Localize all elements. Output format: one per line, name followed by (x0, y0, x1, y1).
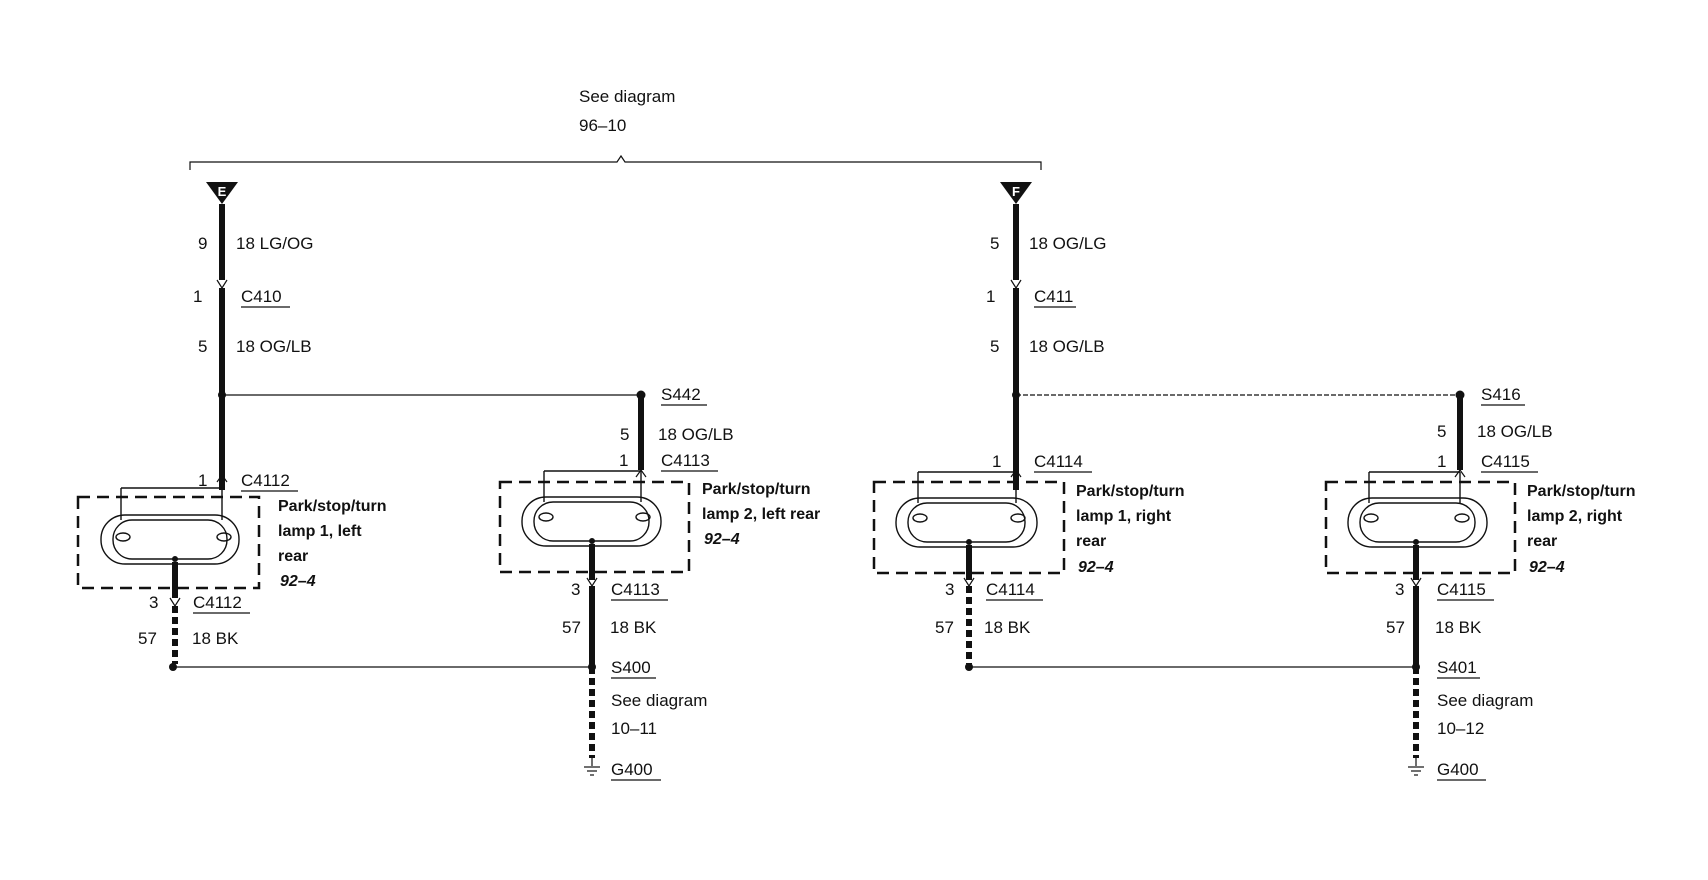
lamp2-left-title-2: lamp 2, left rear (702, 506, 820, 523)
pin-e: 9 (198, 234, 207, 253)
lamp1-left-out-pin: 3 (149, 593, 158, 612)
lamp2-right-out-conn: C4115 (1437, 580, 1486, 599)
lamp2-right-in-pin: 1 (1437, 452, 1446, 471)
s416-label: S416 (1481, 385, 1521, 404)
header-diagram-ref: 96–10 (579, 116, 626, 135)
lamp1-right-in-conn: C4114 (1034, 452, 1083, 471)
lamp1-left-title-1: Park/stop/turn (278, 498, 386, 515)
wire-e-label: 18 LG/OG (236, 234, 313, 253)
lamp2-right[interactable] (1324, 471, 1517, 575)
lamp1-left-gnd-pin: 57 (138, 629, 157, 648)
lamp1-right-ref: 92–4 (1078, 559, 1114, 576)
lamp1-right-title-1: Park/stop/turn (1076, 483, 1184, 500)
connector-e[interactable]: E (206, 182, 238, 204)
s416-pin: 5 (1437, 422, 1446, 441)
lamp2-right-title-2: lamp 2, right (1527, 508, 1623, 525)
lamp2-right-gnd-wire: 18 BK (1435, 618, 1482, 637)
g400-right-label: G400 (1437, 760, 1479, 779)
c411-pin: 1 (986, 287, 995, 306)
lamp2-left-gnd-pin: 57 (562, 618, 581, 637)
c411-pin2: 5 (990, 337, 999, 356)
lamp1-left-out-conn: C4112 (193, 593, 242, 612)
wire-s416-label: 18 OG/LB (1477, 422, 1553, 441)
c410-label: C410 (241, 287, 282, 306)
lamp2-right-title-3: rear (1527, 533, 1557, 550)
lamp1-right-title-2: lamp 1, right (1076, 508, 1172, 525)
lamp2-left-gnd-wire: 18 BK (610, 618, 657, 637)
lamp1-left[interactable] (76, 487, 261, 590)
lamp2-right-out-pin: 3 (1395, 580, 1404, 599)
lamp2-left[interactable] (498, 470, 691, 574)
c411-label: C411 (1034, 287, 1073, 306)
ground-left-icon (584, 758, 600, 776)
wire-c411-label: 18 OG/LB (1029, 337, 1105, 356)
header-bracket (189, 154, 1042, 170)
c410-pin: 1 (193, 287, 202, 306)
lamp2-left-out-pin: 3 (571, 580, 580, 599)
lamp1-left-in-pin: 1 (198, 471, 207, 490)
lamp1-left-title-2: lamp 1, left (278, 523, 362, 540)
wire-f-label: 18 OG/LG (1029, 234, 1106, 253)
s401-see-diagram: See diagram (1437, 691, 1533, 710)
lamp1-right-gnd-wire: 18 BK (984, 618, 1031, 637)
lamp2-right-title-1: Park/stop/turn (1527, 483, 1635, 500)
c410-pin2: 5 (198, 337, 207, 356)
lamp2-right-ref: 92–4 (1529, 559, 1565, 576)
lamp1-right-title-3: rear (1076, 533, 1106, 550)
lamp1-right-out-pin: 3 (945, 580, 954, 599)
s401-see-ref: 10–12 (1437, 719, 1484, 738)
lamp2-left-in-conn: C4113 (661, 451, 710, 470)
lamp1-right-in-pin: 1 (992, 452, 1001, 471)
lamp1-left-ref: 92–4 (280, 573, 316, 590)
ground-right-icon (1408, 758, 1424, 776)
s442-label: S442 (661, 385, 701, 404)
lamp2-right-in-conn: C4115 (1481, 452, 1530, 471)
g400-left-label: G400 (611, 760, 653, 779)
lamp2-left-title-1: Park/stop/turn (702, 481, 810, 498)
lamp2-right-gnd-pin: 57 (1386, 618, 1405, 637)
s400-see-diagram: See diagram (611, 691, 707, 710)
lamp2-left-out-conn: C4113 (611, 580, 660, 599)
connector-f-label: F (1012, 184, 1020, 199)
lamp1-left-in-conn: C4112 (241, 471, 290, 490)
pin-f: 5 (990, 234, 999, 253)
connector-f[interactable]: F (1000, 182, 1032, 204)
header-see-diagram: See diagram (579, 87, 675, 106)
lamp1-left-title-3: rear (278, 548, 308, 565)
wire-s442-label: 18 OG/LB (658, 425, 734, 444)
wire-c410-label: 18 OG/LB (236, 337, 312, 356)
lamp1-right-out-conn: C4114 (986, 580, 1035, 599)
lamp1-right-gnd-pin: 57 (935, 618, 954, 637)
s400-label: S400 (611, 658, 651, 677)
lamp2-left-in-pin: 1 (619, 451, 628, 470)
s442-pin: 5 (620, 425, 629, 444)
connector-e-label: E (218, 184, 227, 199)
s401-label: S401 (1437, 658, 1477, 677)
s400-see-ref: 10–11 (611, 719, 657, 738)
lamp1-left-gnd-wire: 18 BK (192, 629, 239, 648)
lamp2-left-ref: 92–4 (704, 531, 740, 548)
